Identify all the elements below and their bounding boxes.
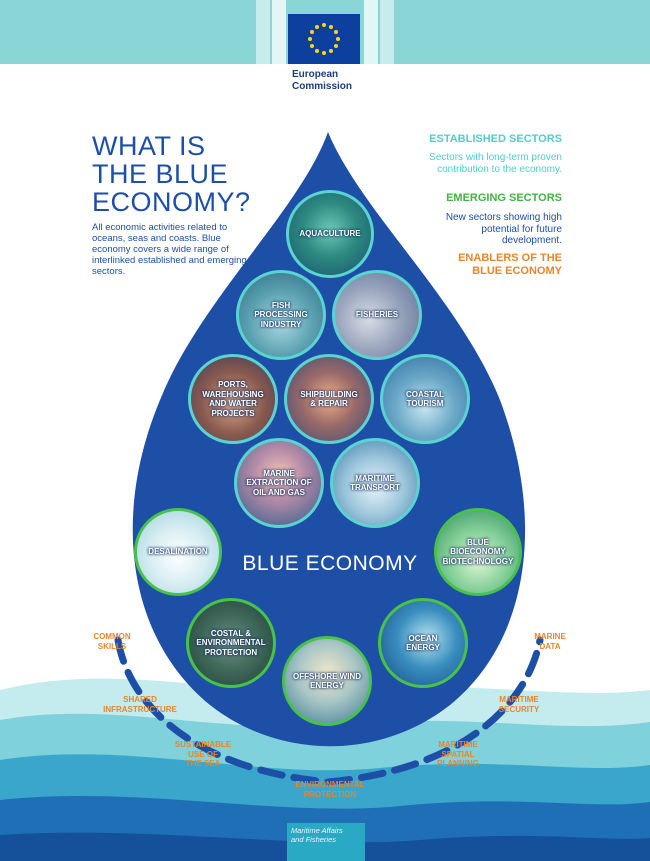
sector-label: FISHERIES: [355, 310, 399, 320]
sector-offshore-wind: OFFSHORE WIND ENERGY: [282, 636, 372, 726]
sector-fish-processing: FISH PROCESSING INDUSTRY: [236, 270, 326, 360]
org-line-2: Commission: [292, 81, 353, 92]
page-title: WHAT IS THE BLUE ECONOMY?: [92, 132, 262, 216]
organization-name: European Commission: [292, 69, 372, 93]
enabler-shared-infrastructure: SHARED INFRASTRUCTURE: [103, 695, 177, 714]
sector-label: COASTAL TOURISM: [405, 389, 445, 409]
enabler-sustainable-use: SUSTAINABLE USE OF THE SEA: [174, 740, 232, 768]
footer-line-2: and Fisheries: [291, 835, 337, 844]
sector-desalination: DESALINATION: [134, 508, 222, 596]
sector-label: OFFSHORE WIND ENERGY: [293, 671, 361, 691]
eu-flag-logo: [288, 14, 360, 64]
enablers-heading: ENABLERS OF THE BLUE ECONOMY: [422, 252, 562, 278]
emerging-text: New sectors showing high potential for f…: [445, 212, 562, 246]
title-line-1: WHAT IS: [92, 131, 206, 161]
blue-economy-label: BLUE ECONOMY: [242, 552, 418, 575]
enabler-marine-data: MARINE DATA: [534, 632, 566, 651]
footer-box: [287, 823, 365, 861]
eu-stars-icon: [308, 23, 340, 55]
sector-label: AQUACULTURE: [299, 229, 361, 239]
enabler-maritime-security: MARITIME SECURITY: [498, 695, 540, 714]
emerging-heading: EMERGING SECTORS: [446, 192, 562, 204]
footer-department: Maritime Affairs and Fisheries: [291, 826, 365, 844]
sector-label: COSTAL & ENVIRONMENTAL PROTECTION: [196, 628, 266, 657]
sector-fisheries: FISHERIES: [332, 270, 422, 360]
sector-marine-extraction: MARINE EXTRACTION OF OIL AND GAS: [234, 438, 324, 528]
enablers-heading-line-2: BLUE ECONOMY: [472, 265, 562, 277]
sector-maritime-transport: MARITIME TRANSPORT: [330, 438, 420, 528]
sector-label: OCEAN ENERGY: [406, 633, 440, 653]
enablers-heading-line-1: ENABLERS OF THE: [458, 252, 562, 264]
sector-ports: PORTS, WAREHOUSING AND WATER PROJECTS: [188, 354, 278, 444]
sector-label: BLUE BIOECONOMY BIOTECHNOLOGY: [442, 537, 514, 566]
title-line-2: THE BLUE: [92, 159, 229, 189]
sector-label: PORTS, WAREHOUSING AND WATER PROJECTS: [202, 380, 264, 418]
sector-shipbuilding: SHIPBUILDING & REPAIR: [284, 354, 374, 444]
sector-label: MARINE EXTRACTION OF OIL AND GAS: [246, 468, 312, 497]
sector-label: FISH PROCESSING INDUSTRY: [254, 300, 308, 329]
established-text: Sectors with long-term proven contributi…: [429, 152, 562, 175]
sector-costal-protection: COSTAL & ENVIRONMENTAL PROTECTION: [186, 598, 276, 688]
sector-label: SHIPBUILDING & REPAIR: [300, 389, 358, 409]
title-line-3: ECONOMY?: [92, 187, 251, 217]
enabler-environmental-protection: ENVIRONMENTAL PROTECTION: [295, 780, 365, 799]
sector-biotechnology: BLUE BIOECONOMY BIOTECHNOLOGY: [434, 508, 522, 596]
enabler-maritime-spatial-planning: MARITIME SPATIAL PLANNING: [437, 740, 479, 768]
header-stripes: [256, 0, 394, 64]
sector-coastal-tourism: COASTAL TOURISM: [380, 354, 470, 444]
established-heading: ESTABLISHED SECTORS: [429, 133, 562, 145]
org-line-1: European: [292, 69, 339, 80]
intro-text: All economic activities related to ocean…: [92, 222, 247, 277]
sector-label: DESALINATION: [148, 547, 208, 557]
sector-ocean-energy: OCEAN ENERGY: [378, 598, 468, 688]
footer-line-1: Maritime Affairs: [291, 826, 343, 835]
sector-label: MARITIME TRANSPORT: [350, 473, 400, 493]
sector-aquaculture: AQUACULTURE: [286, 190, 374, 278]
enabler-common-skills: COMMON SKILLS: [93, 632, 131, 651]
